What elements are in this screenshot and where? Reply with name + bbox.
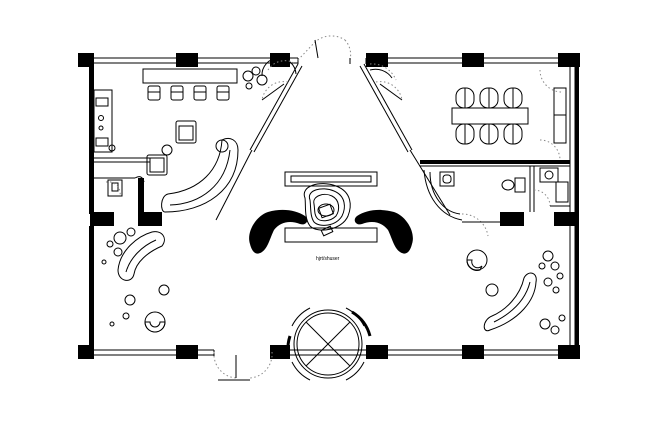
kitchen-area: [93, 57, 297, 213]
bottom-left-door: [213, 350, 273, 381]
reception-caption: hjrt/shuser: [316, 256, 340, 262]
angled-walls: [215, 63, 451, 221]
exterior-walls: [88, 57, 579, 356]
right-partition: [420, 160, 570, 212]
top-entrance: [297, 35, 367, 64]
reception-desk: [249, 171, 413, 254]
structural-columns: [78, 53, 580, 359]
left-lounge: [101, 227, 170, 333]
dining-area: [369, 63, 567, 161]
left-service-room: [94, 157, 150, 212]
right-lounge: [466, 249, 566, 335]
round-vestibule: [286, 307, 372, 381]
right-service-rooms: [423, 167, 570, 237]
